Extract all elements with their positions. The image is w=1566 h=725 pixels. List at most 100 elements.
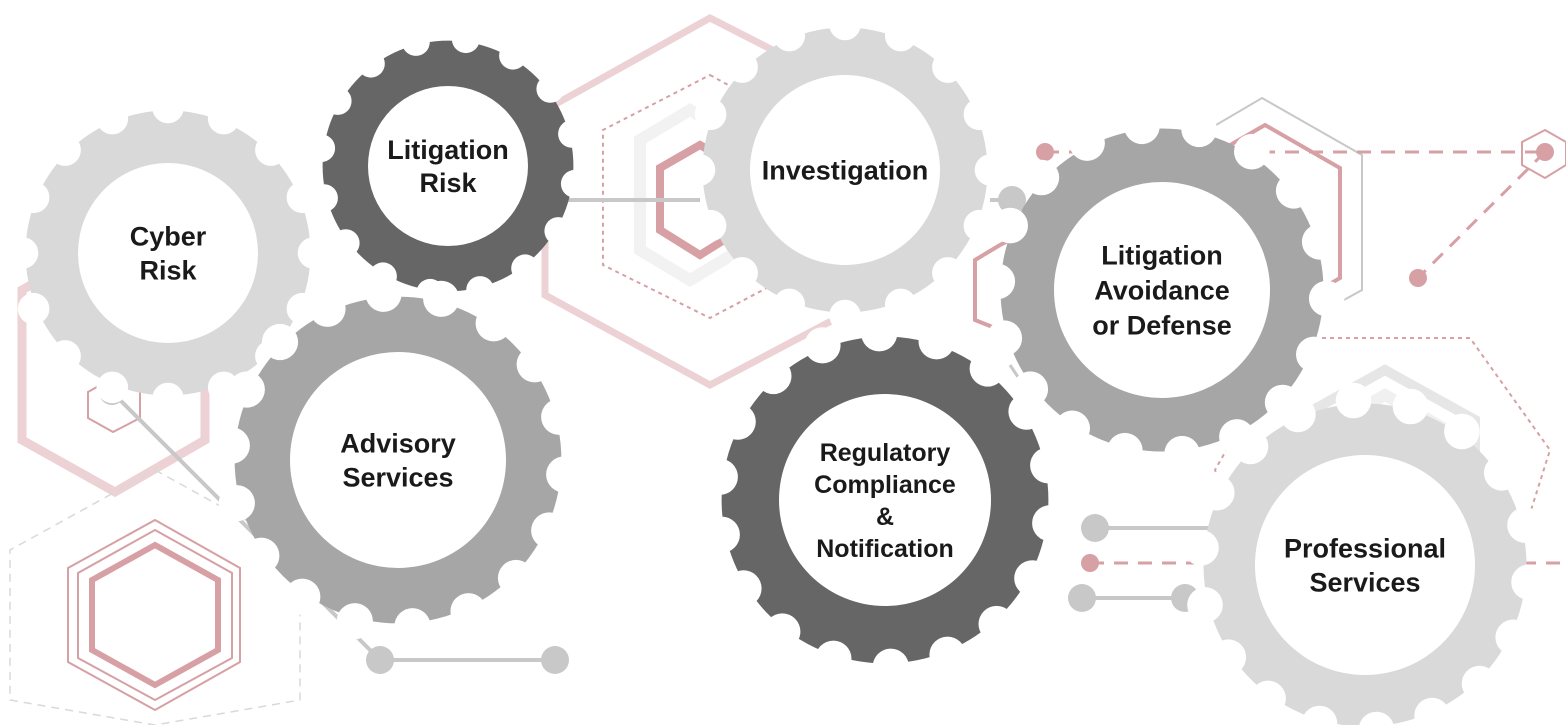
gear-notch [1507, 507, 1543, 543]
gear-notch [963, 209, 996, 242]
gear-notch [558, 119, 586, 148]
gear-notch [1210, 639, 1247, 675]
gear-notch [1392, 388, 1429, 425]
gear-label-litigation-risk: Litigation [387, 135, 508, 165]
gear-notch [297, 237, 330, 269]
gear-label-regulatory-compliance: & [876, 503, 894, 531]
gear-notch [1030, 447, 1067, 484]
gear-notch [969, 350, 1006, 387]
gear-notch [829, 299, 861, 332]
gear-notch [1483, 455, 1520, 491]
gear-notch [829, 8, 861, 41]
gear-investigation: Investigation [683, 8, 1007, 332]
gear-notch [884, 19, 917, 52]
gear-notch [1280, 396, 1316, 433]
gear-notch [516, 346, 553, 383]
gear-notch [213, 427, 250, 464]
gear-notch [261, 323, 299, 361]
gear-notch [725, 570, 762, 607]
gear-notch [499, 41, 527, 70]
gear-notch [974, 154, 1007, 186]
connector-dot [998, 186, 1026, 214]
gear-notch [932, 257, 964, 289]
gear-hub [368, 86, 528, 246]
gear-notch [96, 371, 129, 404]
gear-notch [773, 288, 806, 321]
gear-hub [1255, 455, 1475, 675]
gear-notch [1250, 680, 1286, 717]
gear-notch [701, 458, 738, 495]
gear-notch [466, 276, 494, 304]
gear-notch [1301, 224, 1338, 260]
gear-label-regulatory-compliance: Notification [816, 535, 954, 563]
gear-notch [511, 254, 539, 283]
gear-notch [804, 327, 841, 364]
gear-notch [1008, 393, 1045, 430]
gear-notch [310, 184, 338, 213]
gear-label-advisory-services: Advisory [340, 429, 456, 459]
gear-notch [918, 323, 955, 360]
connector-dot [1081, 554, 1099, 572]
gear-notch [394, 608, 431, 645]
hexagon-outline [77, 528, 233, 702]
gear-notch [423, 280, 460, 317]
gear-notch [992, 207, 1028, 244]
gear-notch [1495, 619, 1531, 656]
gear-notch [694, 209, 727, 242]
gear-notch [207, 102, 240, 135]
gear-notch [979, 263, 1016, 300]
gear-label-litigation-avoidance: Litigation [1101, 241, 1222, 271]
gear-notch [546, 456, 583, 493]
gear-notch [1461, 665, 1498, 702]
gear-notch [284, 578, 321, 615]
connector-dot [541, 646, 569, 674]
gear-notch [536, 75, 565, 103]
gear-label-regulatory-compliance: Regulatory [820, 439, 951, 467]
connector-dot [366, 646, 394, 674]
gear-notch [544, 217, 573, 245]
gear-notch [884, 288, 917, 321]
gear-notch [17, 181, 50, 214]
gear-notch [755, 357, 792, 395]
gear-notch [764, 613, 801, 650]
gear-notch [815, 640, 852, 677]
gear-notch [726, 51, 758, 83]
gear-notch [683, 154, 716, 186]
gear-notch [243, 537, 280, 574]
gear-notch [1301, 705, 1338, 725]
gear-label-advisory-services: Services [342, 463, 453, 493]
gear-label-professional-services: Services [1309, 568, 1420, 598]
gear-notch [1032, 505, 1069, 542]
gear-label-litigation-risk: Risk [419, 168, 477, 198]
gear-notch [978, 605, 1015, 643]
gear-notch [336, 603, 373, 640]
connector-dot [1068, 584, 1096, 612]
gear-hub [290, 352, 506, 568]
gear-notch [1359, 711, 1394, 725]
gear-notch [1107, 432, 1143, 469]
gear-notch [152, 382, 184, 415]
gear-notch [1187, 587, 1223, 623]
gear-notch [1069, 125, 1105, 161]
gear-notch [719, 403, 756, 440]
gear-notch [1308, 280, 1345, 317]
gear-notch [1183, 530, 1219, 566]
hexagon-outline [67, 518, 241, 712]
gear-notch [402, 28, 430, 56]
hexagon-dashed-outline [9, 469, 301, 725]
hexagon-outline [89, 541, 221, 689]
gear-notch [17, 292, 50, 325]
gear-notch [49, 340, 81, 372]
gear-notch [255, 134, 287, 166]
gear-notch [6, 237, 39, 269]
gear-notch [963, 98, 996, 131]
gear-notch [1275, 173, 1312, 209]
gear-notch [331, 229, 360, 257]
gear-notch [451, 25, 480, 54]
gear-notch [531, 512, 568, 549]
